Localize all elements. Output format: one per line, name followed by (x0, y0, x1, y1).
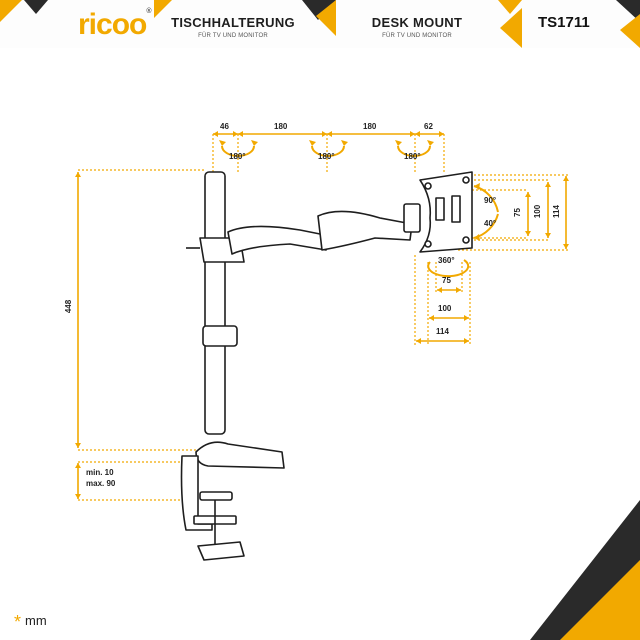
clamp-min: min. 10 (86, 468, 114, 477)
vesa-h-75: 75 (442, 276, 451, 285)
vesa-h-100: 100 (438, 304, 452, 313)
unit-legend: *mm (14, 612, 47, 633)
header-decoration (0, 0, 640, 48)
tilt-up-angle: 90° (484, 196, 497, 205)
subtitle-english: FÜR TV UND MONITOR (382, 33, 452, 39)
tilt-down-angle: 40° (484, 219, 497, 228)
dim-top-3: 180 (363, 122, 377, 131)
mount-drawing (75, 131, 569, 561)
vesa-v-100: 100 (533, 204, 543, 219)
title-german: TISCHHALTERUNG (171, 15, 295, 30)
dim-top-2: 180 (274, 122, 288, 131)
swivel-angle-3: 180° (404, 152, 421, 161)
corner-decoration (530, 500, 640, 640)
vesa-h-114: 114 (436, 327, 449, 336)
product-code: TS1711 (538, 14, 590, 31)
rotate-angle: 360° (438, 256, 455, 265)
subtitle-german: FÜR TV UND MONITOR (198, 33, 268, 39)
title-english: DESK MOUNT (371, 15, 463, 30)
vesa-v-114: 114 (551, 205, 561, 218)
clamp-max: max. 90 (86, 479, 116, 488)
swivel-angle-2: 180° (318, 152, 335, 161)
swivel-angle-1: 180° (229, 152, 246, 161)
legend-star-icon: * (14, 612, 22, 632)
header-bar: ricoo® TISCHHALTERUNG FÜR TV UND MONITOR… (0, 0, 640, 48)
brand-logo: ricoo® (78, 8, 152, 41)
legend-unit: mm (25, 613, 47, 628)
dim-top-1: 46 (220, 122, 229, 131)
vesa-v-75: 75 (512, 208, 522, 217)
dim-top-4: 62 (424, 122, 433, 131)
dim-height: 448 (64, 299, 74, 314)
